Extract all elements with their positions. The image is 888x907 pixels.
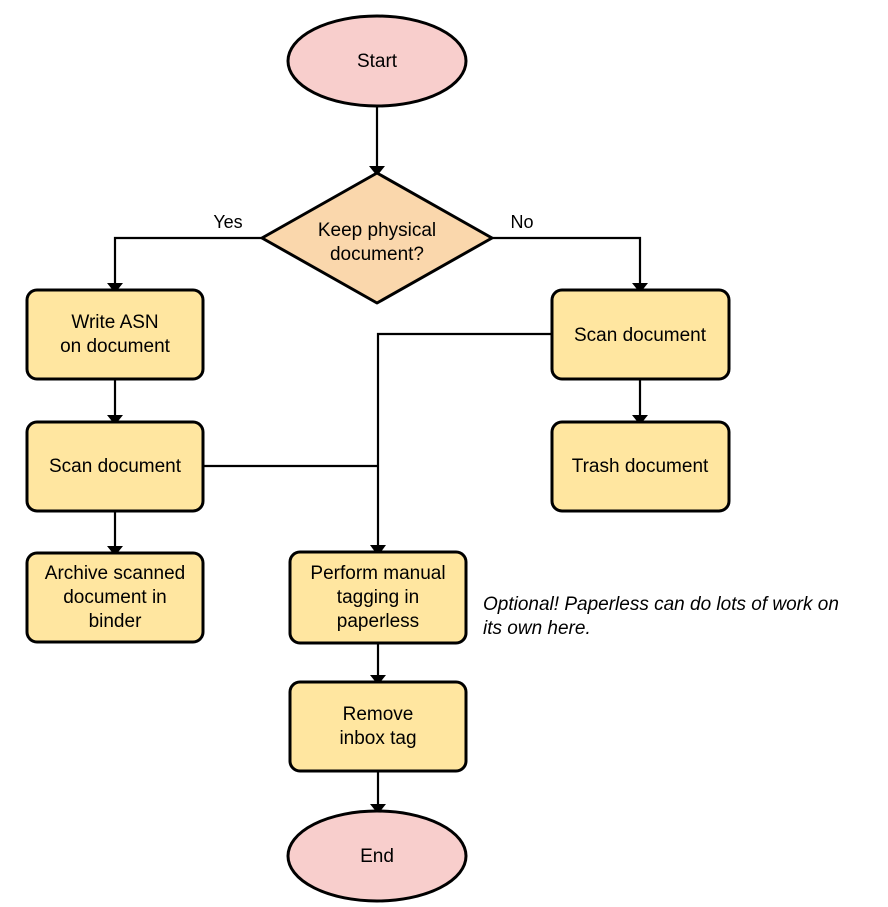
node-label-line-1: Keep physical bbox=[318, 220, 436, 241]
edge-scan-document-left-to-archive bbox=[107, 511, 123, 556]
node-label-line-1: Archive scanned bbox=[45, 563, 185, 584]
process-shape[interactable] bbox=[288, 550, 468, 645]
arrowhead-icon bbox=[632, 283, 648, 293]
node-scan-document-left[interactable]: Scan document bbox=[25, 420, 205, 513]
arrowhead-icon bbox=[632, 415, 648, 425]
node-remove-inbox-tag[interactable]: Remove inbox tag bbox=[288, 680, 468, 773]
edge-manual-tagging-to-remove-inbox-tag bbox=[370, 643, 386, 685]
node-label-line-1: Write ASN bbox=[71, 312, 158, 333]
node-label-line-2: document? bbox=[330, 244, 424, 265]
node-label-line-3: binder bbox=[89, 611, 142, 632]
node-label-line-2: inbox tag bbox=[339, 728, 416, 749]
node-label: Scan document bbox=[49, 456, 182, 477]
edge-label-no: No bbox=[510, 212, 533, 232]
arrowhead-icon bbox=[107, 546, 123, 556]
process-shape[interactable] bbox=[25, 288, 205, 381]
edge-scan-document-right-to-trash bbox=[632, 379, 648, 425]
annotation-optional-note: Optional! Paperless can do lots of work … bbox=[483, 594, 839, 639]
edge-decision-no-to-scan-document-right: No bbox=[492, 212, 648, 293]
node-keep-physical-document[interactable]: Keep physical document? bbox=[260, 171, 494, 305]
edge-remove-inbox-tag-to-end bbox=[370, 771, 386, 814]
process-shape[interactable] bbox=[288, 680, 468, 773]
node-label-line-2: document in bbox=[63, 587, 167, 608]
node-label-line-2: tagging in bbox=[337, 587, 419, 608]
process-shape[interactable] bbox=[550, 288, 731, 381]
node-label: End bbox=[360, 846, 394, 867]
annotation-line-1: Optional! Paperless can do lots of work … bbox=[483, 594, 839, 615]
edge-line bbox=[113, 236, 262, 283]
node-scan-document-right[interactable]: Scan document bbox=[550, 288, 731, 381]
edge-decision-yes-to-write-asn: Yes bbox=[107, 212, 262, 293]
node-perform-manual-tagging-in-paperless[interactable]: Perform manual tagging in paperless bbox=[288, 550, 468, 645]
node-trash-document[interactable]: Trash document bbox=[550, 420, 731, 513]
node-end[interactable]: End bbox=[286, 809, 468, 903]
process-shape[interactable] bbox=[25, 420, 205, 513]
node-write-asn-on-document[interactable]: Write ASN on document bbox=[25, 288, 205, 381]
process-shape[interactable] bbox=[25, 551, 205, 644]
annotation-line-2: its own here. bbox=[483, 618, 591, 639]
terminator-shape[interactable] bbox=[286, 14, 468, 108]
edge-layer: Yes No bbox=[107, 106, 648, 814]
node-label-line-3: paperless bbox=[337, 611, 419, 632]
arrowhead-icon bbox=[107, 283, 123, 293]
node-label: Trash document bbox=[572, 456, 709, 477]
terminator-shape[interactable] bbox=[286, 809, 468, 903]
edge-line bbox=[376, 332, 552, 545]
arrowhead-icon bbox=[107, 415, 123, 425]
edge-scan-document-right-to-manual-tagging bbox=[370, 332, 552, 556]
edge-write-asn-to-scan-document-left bbox=[107, 379, 123, 425]
node-label-line-2: on document bbox=[60, 336, 171, 357]
node-label: Scan document bbox=[574, 325, 707, 346]
node-start[interactable]: Start bbox=[286, 14, 468, 108]
edge-label-yes: Yes bbox=[213, 212, 242, 232]
node-layer: Start Keep physical document? Write ASN … bbox=[25, 14, 731, 903]
arrowhead-icon bbox=[370, 675, 386, 685]
node-label: Start bbox=[357, 51, 398, 72]
node-archive-scanned-document-in-binder[interactable]: Archive scanned document in binder bbox=[25, 551, 205, 644]
decision-shape[interactable] bbox=[260, 171, 494, 305]
arrowhead-icon bbox=[370, 804, 386, 814]
node-label-line-1: Remove bbox=[343, 704, 414, 725]
edge-line bbox=[492, 236, 642, 283]
process-shape[interactable] bbox=[550, 420, 731, 513]
arrowhead-icon bbox=[369, 166, 385, 176]
node-label-line-1: Perform manual bbox=[310, 563, 445, 584]
edge-start-to-decision bbox=[369, 106, 385, 176]
